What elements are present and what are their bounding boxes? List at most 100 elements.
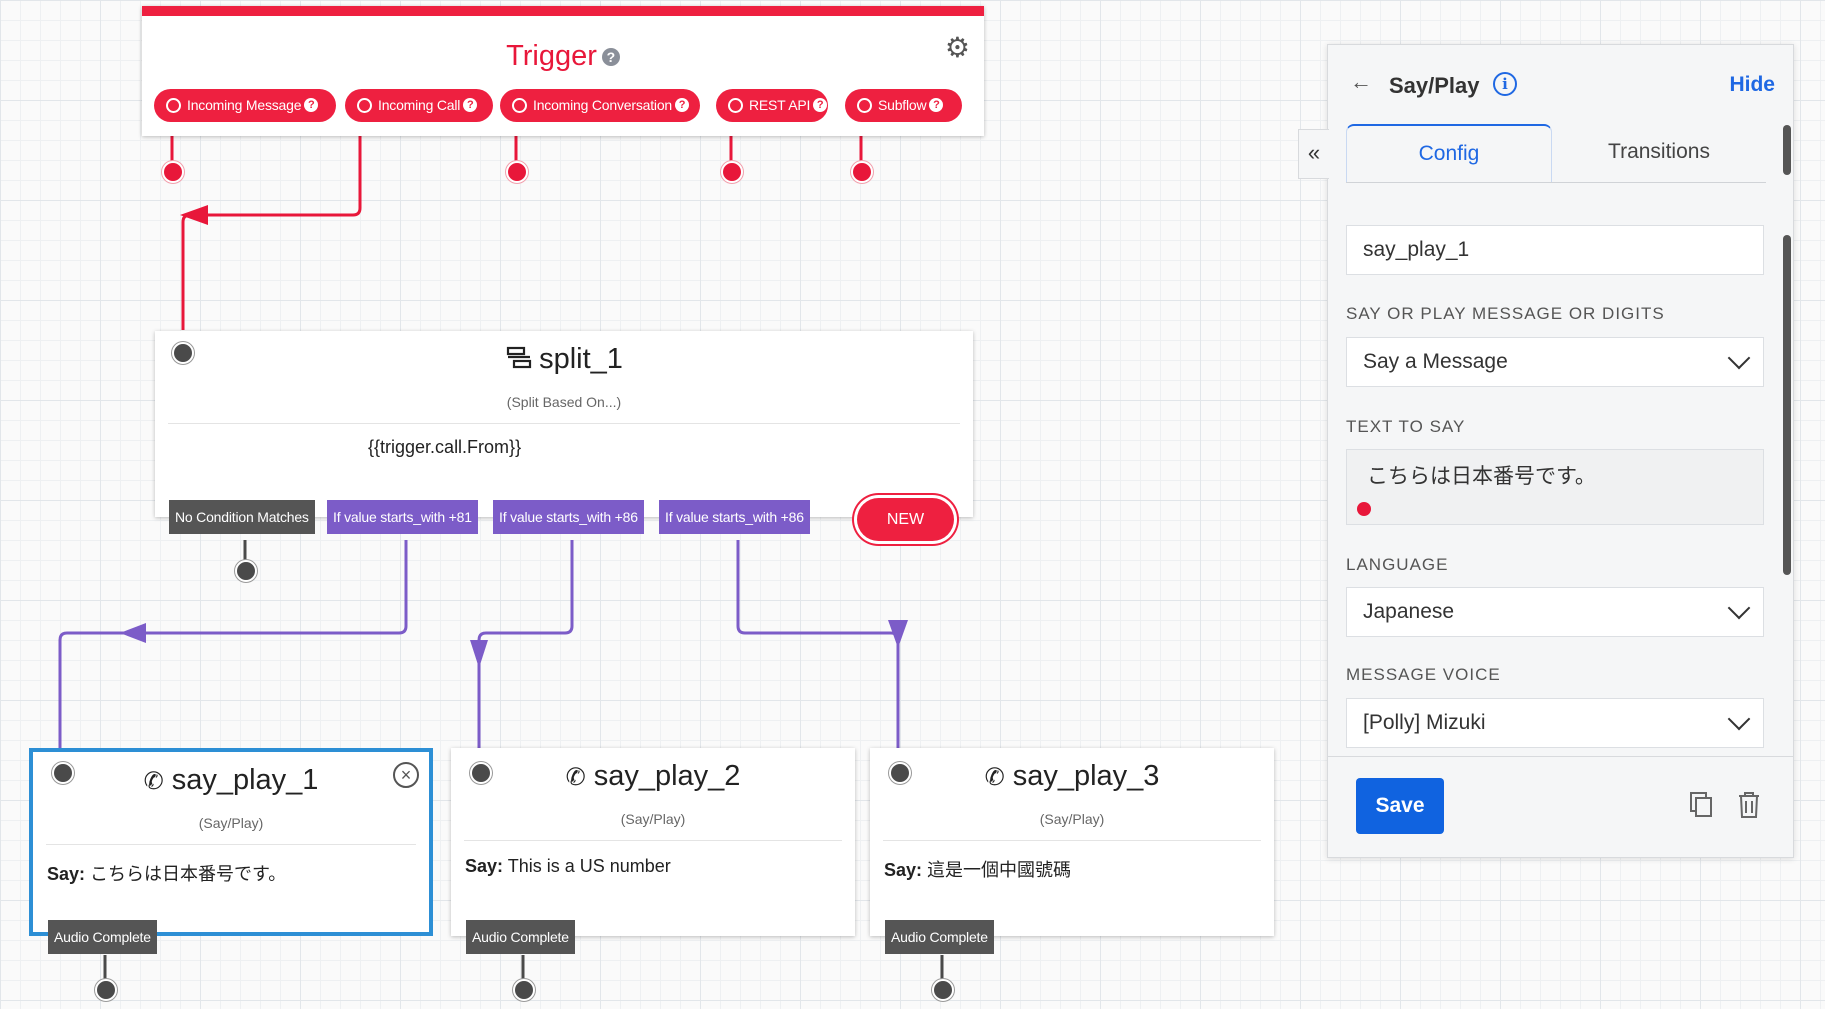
split-title: split_1 — [155, 343, 973, 376]
port-icon — [728, 98, 743, 113]
split-input-port[interactable] — [172, 342, 194, 364]
trigger-port-message[interactable] — [162, 161, 184, 183]
config-panel: ← Say/Play i Hide Config Transitions say… — [1327, 44, 1794, 858]
textarea-value: こちらは日本番号です。 — [1367, 465, 1596, 488]
pill-label: Subflow — [878, 97, 927, 113]
trigger-port-rest-api[interactable] — [721, 161, 743, 183]
transition-starts-with-81[interactable]: If value starts_with +81 — [327, 500, 478, 534]
back-arrow-icon[interactable]: ← — [1350, 69, 1372, 94]
widget-subtitle: (Say/Play) — [198, 815, 264, 831]
trigger-widget[interactable]: Trigger? ⚙ Incoming Message? Incoming Ca… — [142, 6, 984, 136]
say-play-widget-1[interactable]: ✆say_play_1 × (Say/Play) Say: こちらは日本番号です… — [29, 748, 433, 936]
help-icon[interactable]: ? — [675, 98, 689, 113]
transition-starts-with-86-b[interactable]: If value starts_with +86 — [659, 500, 810, 534]
message-voice-label: MESSAGE VOICE — [1346, 665, 1501, 684]
chevron-down-icon — [1727, 707, 1751, 731]
phone-icon: ✆ — [565, 764, 586, 791]
widget-subtitle: (Say/Play) — [620, 811, 686, 827]
text-to-say-label: TEXT TO SAY — [1346, 417, 1466, 436]
panel-tabs: Config Transitions — [1346, 124, 1766, 183]
say-text: Say: This is a US number — [465, 856, 671, 876]
port-icon — [166, 98, 181, 113]
new-transition-button[interactable]: NEW — [857, 498, 954, 541]
language-label: LANGUAGE — [1346, 555, 1449, 574]
save-button[interactable]: Save — [1356, 778, 1444, 834]
trigger-port-conversation[interactable] — [506, 161, 528, 183]
recording-indicator-icon — [1357, 502, 1371, 516]
arrowhead — [180, 205, 208, 225]
transition-audio-complete-2[interactable]: Audio Complete — [466, 920, 575, 954]
transition-starts-with-86[interactable]: If value starts_with +86 — [493, 500, 644, 534]
message-voice-select[interactable]: [Polly] Mizuki — [1346, 698, 1764, 748]
widget-title: ✆say_play_1 — [143, 764, 319, 796]
audio-complete-port-3[interactable] — [932, 979, 954, 1001]
chevron-down-icon — [1727, 346, 1751, 370]
split-expression: {{trigger.call.From}} — [368, 437, 522, 457]
audio-complete-port-2[interactable] — [513, 979, 535, 1001]
panel-title: Say/Play — [1389, 73, 1480, 98]
duplicate-icon[interactable] — [1688, 790, 1714, 820]
help-icon[interactable]: ? — [304, 98, 319, 113]
say-text: Say: こちらは日本番号です。 — [47, 864, 287, 884]
widget-title: ✆say_play_3 — [984, 760, 1160, 792]
no-condition-port[interactable] — [235, 560, 257, 582]
collapse-panel-button[interactable]: « — [1298, 129, 1329, 179]
help-icon[interactable]: ? — [929, 98, 944, 113]
panel-scrollbar[interactable] — [1783, 125, 1791, 595]
tab-transitions[interactable]: Transitions — [1608, 140, 1710, 163]
trigger-rest-api[interactable]: REST API? — [716, 89, 828, 122]
panel-header: ← Say/Play i Hide — [1328, 45, 1793, 125]
pill-label: Incoming Call — [378, 97, 461, 113]
pill-label: Incoming Conversation — [533, 97, 672, 113]
widget-title: ✆say_play_2 — [565, 760, 741, 792]
transition-audio-complete-3[interactable]: Audio Complete — [885, 920, 994, 954]
trigger-subflow[interactable]: Subflow? — [845, 89, 962, 122]
say-play-1-input-port[interactable] — [52, 762, 74, 784]
divider — [46, 844, 416, 845]
divider — [168, 423, 960, 424]
pill-label: REST API — [749, 97, 811, 113]
help-icon[interactable]: ? — [463, 98, 478, 113]
tab-config[interactable]: Config — [1346, 124, 1552, 182]
trash-icon[interactable] — [1736, 790, 1762, 820]
say-text: Say: 這是一個中國號碼 — [884, 860, 1072, 880]
trigger-incoming-conversation[interactable]: Incoming Conversation? — [500, 89, 700, 122]
pill-label: Incoming Message — [187, 97, 302, 113]
trigger-incoming-message[interactable]: Incoming Message? — [154, 89, 336, 122]
language-select[interactable]: Japanese — [1346, 587, 1764, 637]
widget-name-input[interactable]: say_play_1 — [1346, 225, 1764, 275]
hide-panel-link[interactable]: Hide — [1729, 73, 1775, 96]
info-icon[interactable]: i — [1493, 72, 1517, 96]
say-play-3-input-port[interactable] — [889, 762, 911, 784]
divider — [464, 840, 842, 841]
divider — [1328, 756, 1793, 757]
close-icon[interactable]: × — [393, 762, 419, 788]
split-icon — [506, 346, 532, 369]
widget-subtitle: (Say/Play) — [1039, 811, 1105, 827]
gear-icon[interactable]: ⚙ — [944, 32, 970, 63]
selected-value: Japanese — [1363, 600, 1455, 623]
split-widget[interactable]: split_1 (Split Based On...) {{trigger.ca… — [155, 331, 973, 517]
say-play-widget-2[interactable]: ✆say_play_2 (Say/Play) Say: This is a US… — [451, 748, 855, 936]
text-to-say-textarea[interactable]: こちらは日本番号です。 — [1346, 449, 1764, 525]
say-play-2-input-port[interactable] — [470, 762, 492, 784]
chevron-down-icon — [1727, 596, 1751, 620]
port-icon — [512, 98, 527, 113]
selected-value: [Polly] Mizuki — [1363, 711, 1486, 734]
trigger-title: Trigger? — [142, 40, 984, 73]
say-or-play-select[interactable]: Say a Message — [1346, 337, 1764, 387]
phone-icon: ✆ — [984, 764, 1005, 791]
say-play-widget-3[interactable]: ✆say_play_3 (Say/Play) Say: 這是一個中國號碼 — [870, 748, 1274, 936]
transition-no-condition[interactable]: No Condition Matches — [169, 500, 315, 534]
split-subtitle: (Split Based On...) — [506, 394, 622, 410]
trigger-port-subflow[interactable] — [851, 161, 873, 183]
help-icon[interactable]: ? — [601, 48, 620, 67]
audio-complete-port-1[interactable] — [95, 979, 117, 1001]
trigger-incoming-call[interactable]: Incoming Call? — [345, 89, 493, 122]
port-icon — [857, 98, 872, 113]
divider — [883, 840, 1261, 841]
help-icon[interactable]: ? — [813, 98, 828, 113]
scrollbar-thumb-main[interactable] — [1783, 235, 1791, 575]
transition-audio-complete-1[interactable]: Audio Complete — [48, 920, 157, 954]
scrollbar-thumb[interactable] — [1783, 125, 1791, 175]
